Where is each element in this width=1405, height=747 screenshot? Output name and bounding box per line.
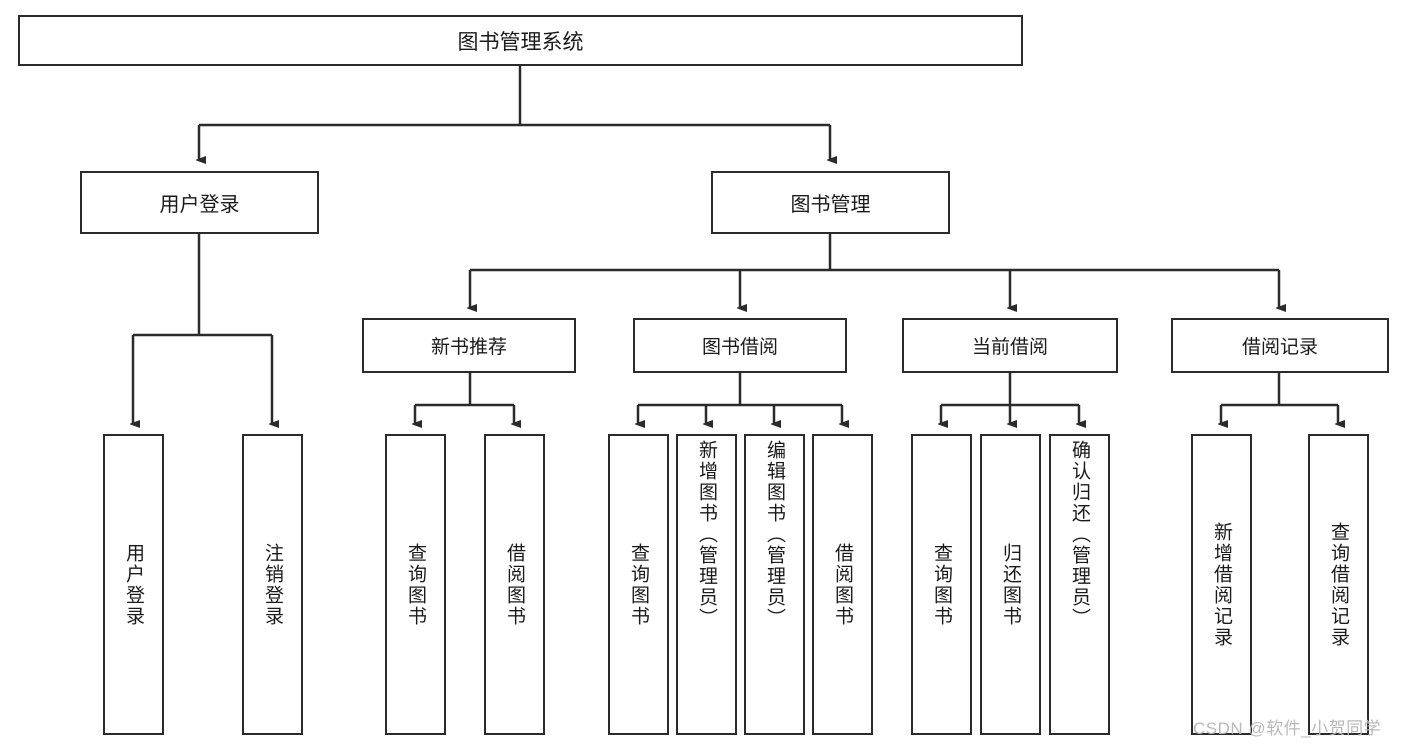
node-label: 确认归还（管理员）: [1069, 440, 1090, 629]
node-book-management[interactable]: 图书管理: [711, 171, 950, 234]
node-label: 新增借阅记录: [1211, 521, 1232, 648]
leaf-borrow-borrow-book[interactable]: 借阅图书: [812, 434, 873, 735]
leaf-current-query-book[interactable]: 查询图书: [911, 434, 972, 735]
node-label: 查询借阅记录: [1328, 521, 1349, 648]
node-label: 当前借阅: [971, 337, 1048, 358]
node-label: 借阅图书: [832, 542, 853, 627]
node-label: 查询图书: [405, 542, 426, 627]
node-root-system[interactable]: 图书管理系统: [18, 15, 1023, 66]
node-label: 查询图书: [931, 542, 952, 627]
node-label: 查询图书: [628, 542, 649, 627]
leaf-record-add-record[interactable]: 新增借阅记录: [1191, 434, 1252, 735]
node-label: 图书借阅: [701, 337, 778, 358]
node-user-login[interactable]: 用户登录: [80, 171, 319, 234]
leaf-current-confirm-return-admin[interactable]: 确认归还（管理员）: [1049, 434, 1110, 735]
node-label: 新书推荐: [430, 337, 507, 358]
node-new-book-recommend[interactable]: 新书推荐: [362, 318, 576, 373]
leaf-current-return-book[interactable]: 归还图书: [980, 434, 1041, 735]
node-book-borrow[interactable]: 图书借阅: [633, 318, 847, 373]
node-label: 图书管理系统: [457, 30, 584, 54]
leaf-user-login-logout[interactable]: 注销登录: [242, 434, 303, 735]
leaf-user-login-login[interactable]: 用户登录: [103, 434, 164, 735]
node-label: 借阅图书: [504, 542, 525, 627]
node-label: 图书管理: [790, 194, 871, 216]
leaf-borrow-edit-book-admin[interactable]: 编辑图书（管理员）: [744, 434, 805, 735]
node-label: 用户登录: [159, 194, 240, 216]
node-label: 归还图书: [1000, 542, 1021, 627]
node-current-borrow[interactable]: 当前借阅: [902, 318, 1118, 373]
leaf-record-query-record[interactable]: 查询借阅记录: [1308, 434, 1369, 735]
node-label: 编辑图书（管理员）: [764, 440, 785, 629]
leaf-borrow-query-book[interactable]: 查询图书: [608, 434, 669, 735]
leaf-borrow-add-book-admin[interactable]: 新增图书（管理员）: [676, 434, 737, 735]
node-label: 注销登录: [262, 542, 283, 627]
node-label: 借阅记录: [1241, 337, 1318, 358]
watermark-text: CSDN @软件_小贺同学: [1193, 719, 1382, 738]
leaf-recommend-query-book[interactable]: 查询图书: [385, 434, 446, 735]
leaf-recommend-borrow-book[interactable]: 借阅图书: [484, 434, 545, 735]
node-borrow-record[interactable]: 借阅记录: [1171, 318, 1389, 373]
node-label: 用户登录: [123, 542, 144, 627]
node-label: 新增图书（管理员）: [696, 440, 717, 629]
